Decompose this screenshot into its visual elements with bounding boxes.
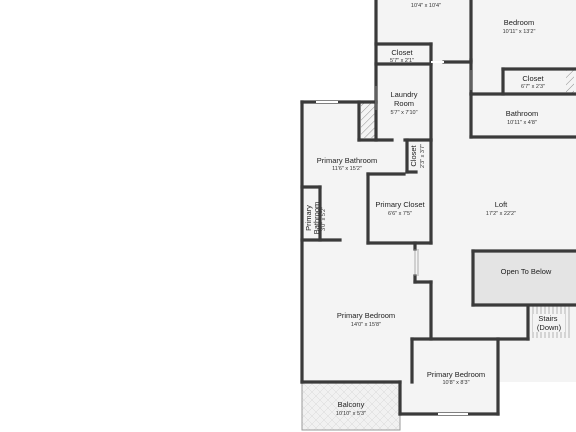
- closet-small-dims: 2'3" x 3'7": [420, 144, 426, 168]
- stairs-label: Stairs (Down): [537, 314, 562, 332]
- balcony-dims: 10'10" x 5'3": [336, 411, 366, 417]
- closet-top-name: Closet: [391, 48, 413, 57]
- primary-bathroom-small-name: PrimaryBathroom: [304, 202, 321, 235]
- laundry-hatch: [361, 102, 375, 138]
- laundry-dims: 5'7" x 7'10": [390, 110, 417, 116]
- primary-bedroom-name: Primary Bedroom: [337, 311, 395, 320]
- top-room-dims: 10'4" x 10'4": [411, 3, 441, 9]
- stairs-line2: (Down): [537, 323, 562, 332]
- floor-fill: [302, 0, 576, 414]
- primary-closet-name: Primary Closet: [375, 200, 425, 209]
- bathroom-name: Bathroom: [506, 109, 539, 118]
- bathroom-dims: 10'11" x 4'8": [507, 120, 537, 126]
- door-leaves: [375, 70, 472, 276]
- primary-bathroom-small-dims: 3'0" x 5'2": [321, 207, 327, 231]
- primary-bathroom-name: Primary Bathroom: [317, 156, 377, 165]
- closet-right-hatch: [566, 69, 574, 93]
- primary-bedroom2-dims: 10'8" x 8'3": [442, 380, 469, 386]
- open-to-below-label: Open To Below: [501, 267, 552, 276]
- stairs-label-bg: [533, 314, 565, 332]
- balcony-name: Balcony: [338, 400, 365, 409]
- open-to-below-area: [473, 251, 576, 305]
- walls: [300, 0, 576, 416]
- primary-bedroom-dims: 14'0" x 15'8": [351, 322, 381, 328]
- window-openings: [316, 61, 468, 415]
- stairs-line1: Stairs: [538, 314, 557, 323]
- primary-closet-dims: 6'6" x 7'5": [388, 211, 412, 217]
- closet-right-dims: 6'7" x 2'3": [521, 84, 545, 90]
- closet-small-name: Closet: [409, 144, 418, 166]
- bedroom-dims: 10'11" x 13'2": [503, 29, 536, 35]
- closet-right-name: Closet: [522, 74, 544, 83]
- loft-name: Loft: [495, 200, 508, 209]
- bedroom-name: Bedroom: [504, 18, 534, 27]
- primary-bedroom2-name: Primary Bedroom: [427, 370, 485, 379]
- loft-dims: 17'2" x 22'2": [486, 211, 516, 217]
- closet-top-dims: 5'7" x 2'1": [390, 58, 414, 64]
- primary-bathroom-dims: 11'6" x 15'2": [332, 166, 362, 172]
